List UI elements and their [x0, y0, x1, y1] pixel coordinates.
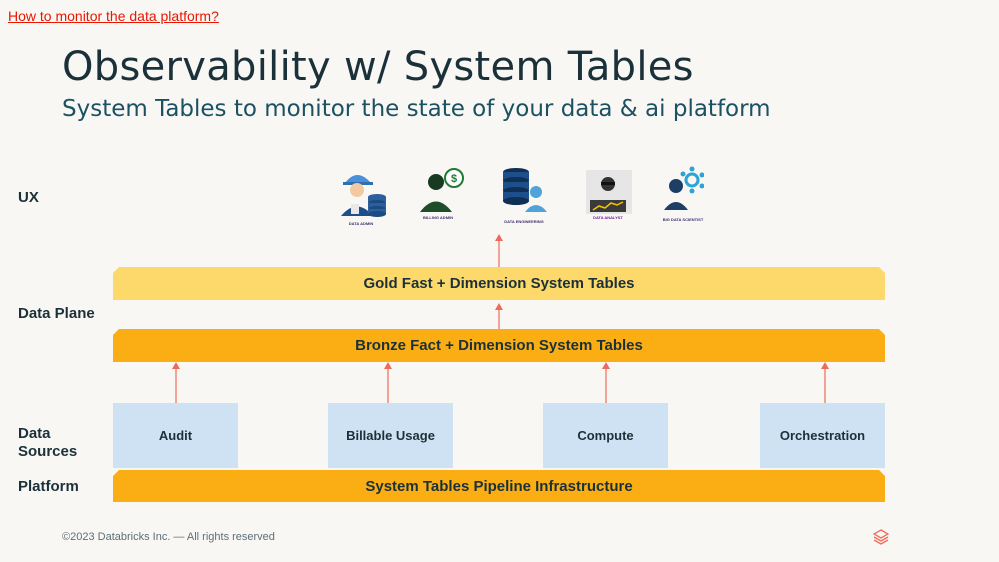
gold-layer: Gold Fast + Dimension System Tables	[113, 267, 885, 300]
arrow-gold-to-ux	[495, 234, 503, 268]
source-orchestration: Orchestration	[760, 403, 885, 468]
footer-copyright: ©2023 Databricks Inc. — All rights reser…	[62, 531, 275, 543]
source-audit-label: Audit	[158, 428, 193, 443]
bronze-layer-label: Bronze Fact + Dimension System Tables	[355, 337, 643, 354]
row-label-platform: Platform	[18, 478, 79, 495]
persona-caption-data-analyst: DATA ANALYST	[593, 215, 623, 220]
top-link[interactable]: How to monitor the data platform?	[8, 8, 219, 24]
arrow-audit-to-bronze	[172, 362, 180, 404]
databricks-logo-icon	[873, 529, 889, 545]
row-label-ux: UX	[18, 189, 39, 206]
gold-layer-label: Gold Fast + Dimension System Tables	[363, 275, 635, 292]
bronze-layer: Bronze Fact + Dimension System Tables	[113, 329, 885, 362]
arrow-orchestration-to-bronze	[821, 362, 829, 404]
persona-caption-data-engineering: DATA ENGINEERING	[504, 219, 544, 224]
data-analyst-icon	[584, 170, 634, 221]
svg-text:$: $	[451, 173, 457, 185]
persona-caption-data-admin: DATA ADMIN	[348, 221, 374, 226]
source-orchestration-label: Orchestration	[779, 428, 866, 443]
persona-caption-data-scientist: BIG DATA SCIENTIST	[662, 217, 704, 222]
data-engineering-icon	[500, 166, 550, 221]
row-label-data-sources: Data Sources	[18, 425, 77, 461]
persona-caption-billing-admin: BILLING ADMIN	[422, 215, 454, 220]
arrow-compute-to-bronze	[602, 362, 610, 404]
row-label-data-sources-line2: Sources	[18, 443, 78, 460]
row-label-data-plane: Data Plane	[18, 305, 95, 322]
data-scientist-icon	[662, 166, 705, 217]
platform-layer-label: System Tables Pipeline Infrastructure	[365, 477, 633, 495]
source-compute: Compute	[543, 403, 668, 468]
billing-admin-icon: $	[418, 166, 464, 219]
platform-layer: System Tables Pipeline Infrastructure	[113, 470, 885, 502]
source-audit: Audit	[113, 403, 238, 468]
source-billable-usage-label: Billable Usage	[346, 428, 435, 443]
slide-subtitle: System Tables to monitor the state of yo…	[62, 96, 771, 122]
arrow-billable-to-bronze	[384, 362, 392, 404]
slide-title: Observability w/ System Tables	[62, 44, 694, 90]
arrow-bronze-to-gold	[495, 303, 503, 330]
data-admin-icon	[339, 166, 387, 223]
source-billable-usage: Billable Usage	[328, 403, 453, 468]
row-label-data-sources-line1: Data	[18, 425, 51, 442]
source-compute-label: Compute	[577, 428, 634, 443]
